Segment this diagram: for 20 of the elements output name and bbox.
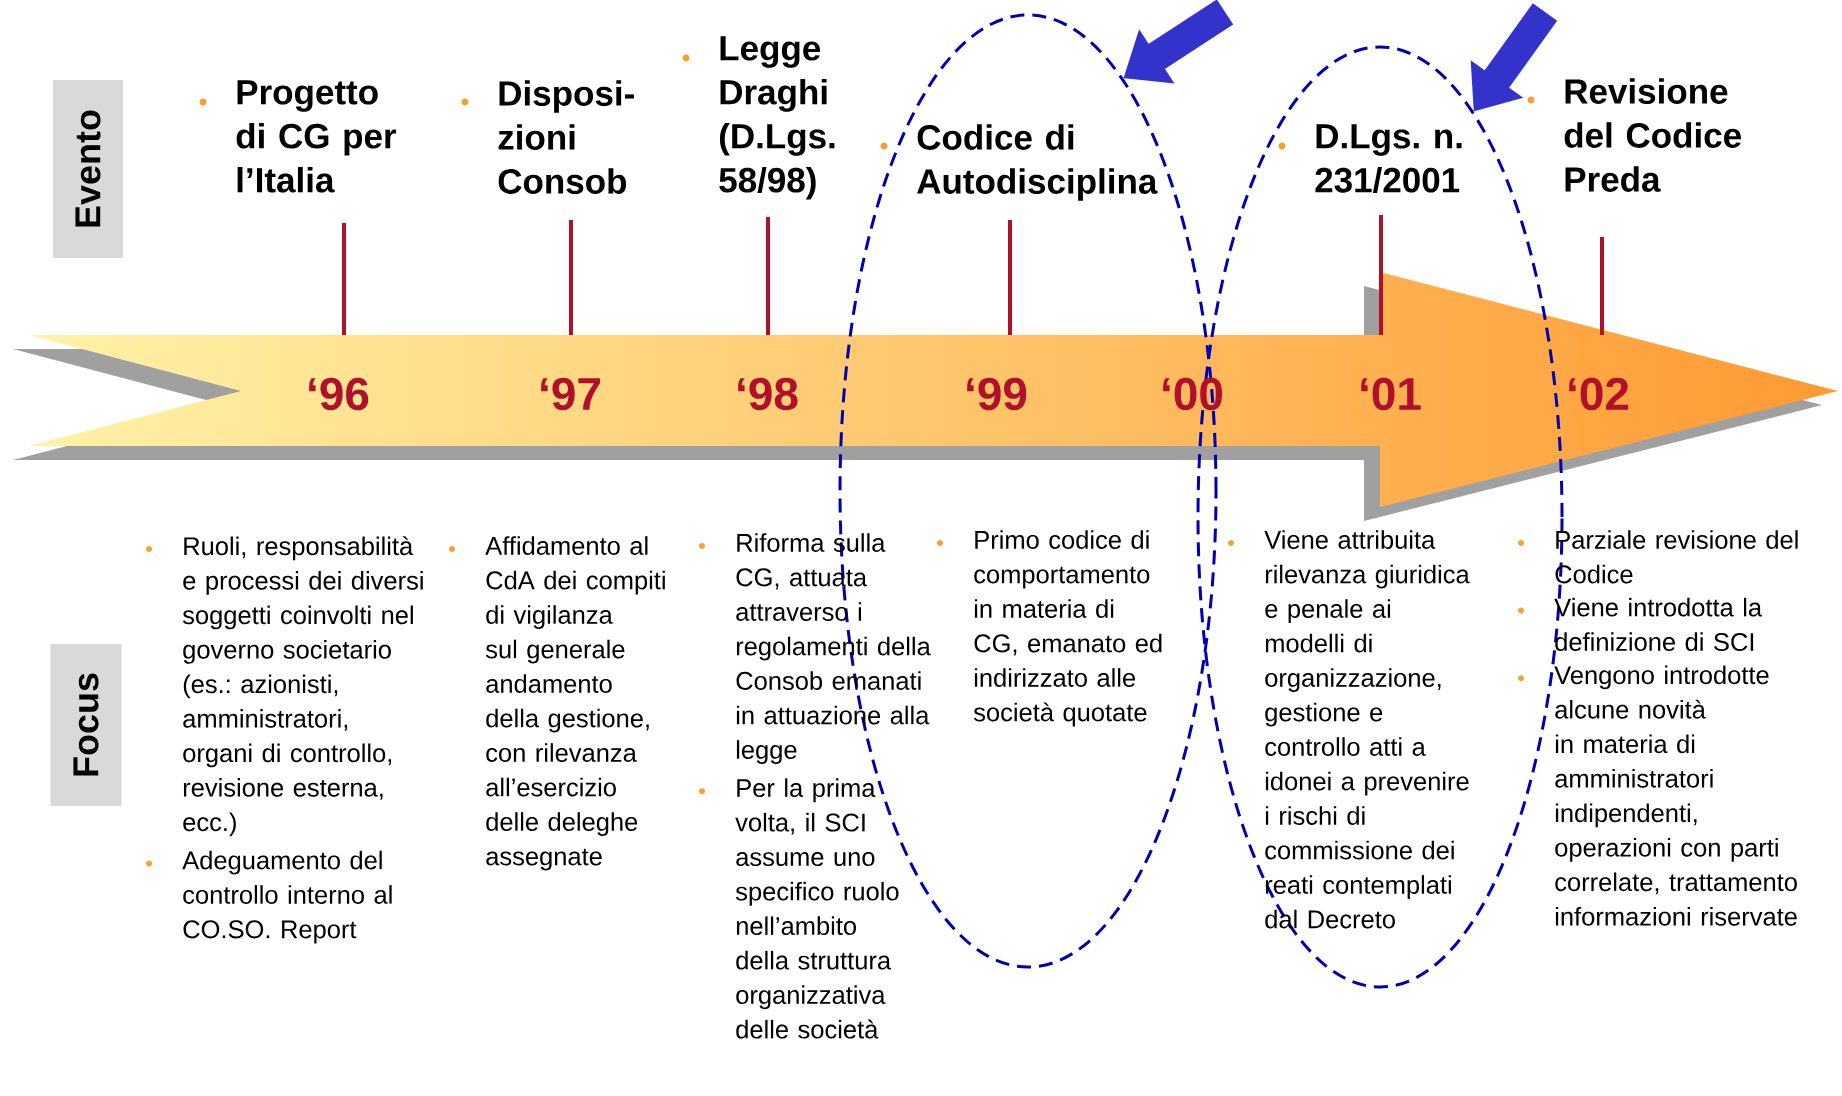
focus-text: Vengono introdotte alcune novità in materia di amministratori indipendenti, operazioni con parti correlate, trattamento informazioni riservate [1554,665,1797,926]
year-label: ‘96 [309,377,369,411]
label-box: Evento [53,80,123,258]
year-label: ‘99 [967,377,1027,411]
year-label: ‘97 [541,377,600,411]
focus-text: Adeguamento del controllo interno al CO.SO. Report [182,850,392,944]
focus-text: Affidamento al CdA dei compiti di vigilanza sul generale andamento della gestione, con rilevanza all’esercizio delle deleghe assegnate [485,536,665,871]
focus-text: Parziale revisione del Codice [1555,530,1798,584]
focus-text: Viene introdotta la definizione di SCI [1554,597,1763,652]
event-text: D.Lgs. n. 231/2001 [1315,124,1462,193]
year-label: ‘01 [1361,377,1421,411]
event-text: Progetto di CG per l’Italia [236,80,397,193]
focus-text: Primo codice di comportamento in materia di CG, emanato ed indirizzato alle società quotate [973,530,1162,727]
event-text: Codice di Autodisciplina [917,124,1158,201]
event-text: Disposi- zioni Consob [498,80,634,194]
label-box: Focus [50,644,122,806]
focus-text: Per la prima volta, il SCI assume uno specifico ruolo nell’ambito della struttura organizzativa delle società [735,778,899,1039]
focus-text: Viene attribuita rilevanza giuridica e penale ai modelli di organizzazione, gestione e controllo atti a idonei a prevenire i rischi di commissione dei reati contemplati dal Decreto [1264,530,1470,929]
year-label: ‘98 [738,377,798,411]
focus-text: Ruoli, responsabilità e processi dei diversi soggetti coinvolti nel governo societario (es.: azionisti, amministratori, organi di controllo, revisione esterna, ecc.) [182,536,423,837]
